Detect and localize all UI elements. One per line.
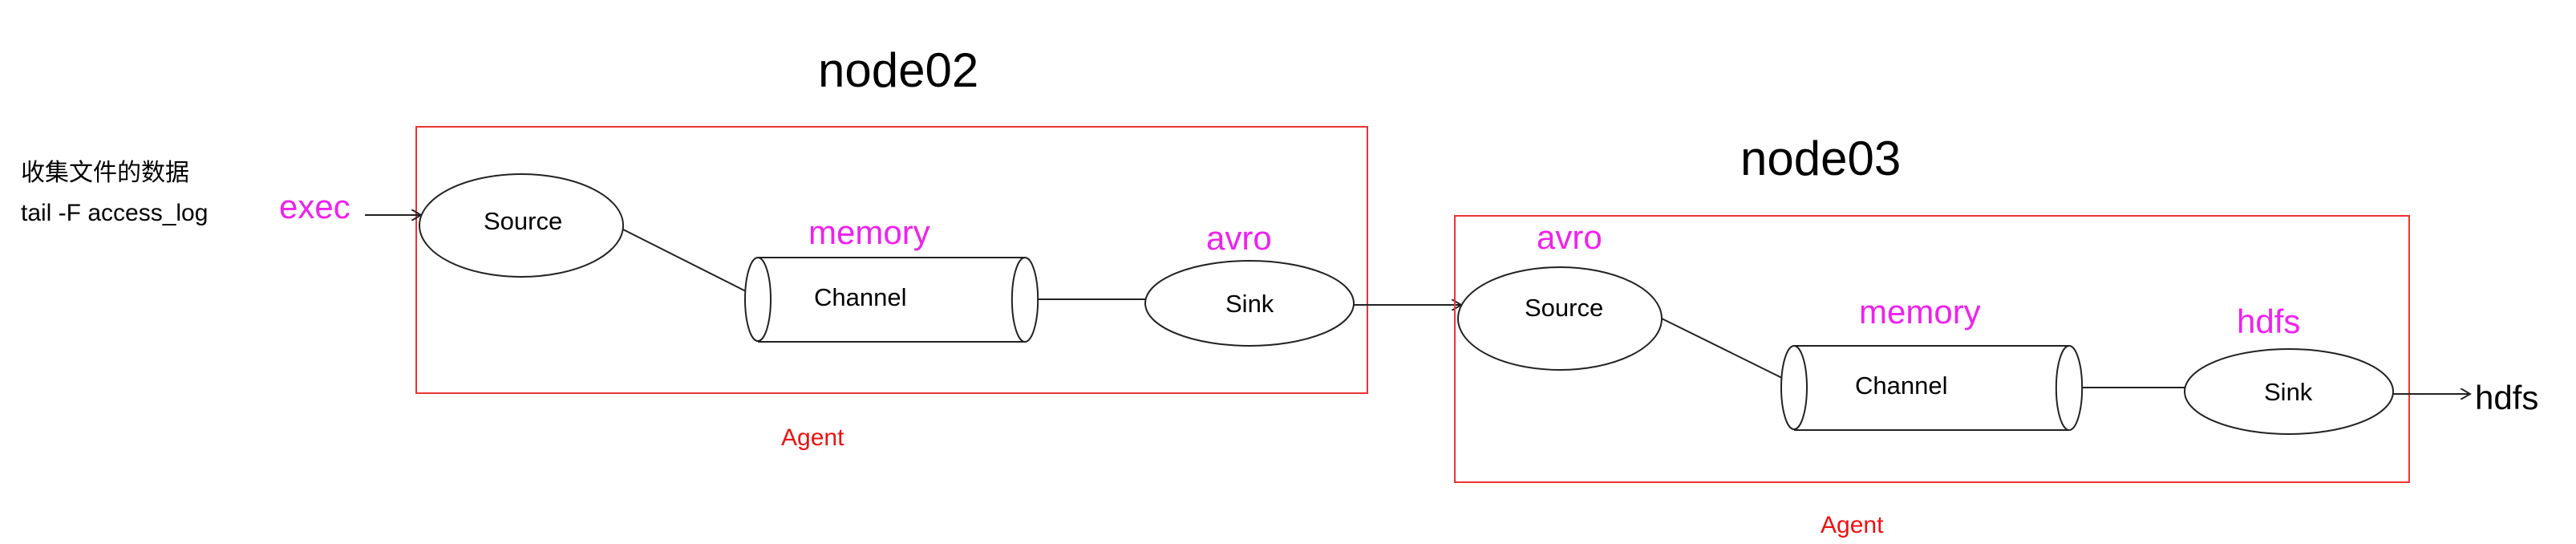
- input-description: 收集文件的数据: [21, 160, 189, 186]
- channel-type-label: memory: [1859, 293, 1981, 331]
- sink-node: [1144, 260, 1355, 347]
- sink-type-label: avro: [1206, 219, 1272, 257]
- sink-label: Sink: [2264, 378, 2313, 406]
- agent-label: Agent: [781, 424, 844, 451]
- node02-title: node02: [818, 43, 978, 97]
- channel-node: [1780, 345, 2084, 431]
- sink-label: Sink: [1225, 290, 1274, 318]
- source-channel-edge: [622, 229, 748, 293]
- source-type-label: avro: [1537, 218, 1602, 256]
- channel-label: Channel: [814, 283, 906, 311]
- source-node: [419, 173, 624, 278]
- node03-title: node03: [1740, 132, 1901, 185]
- input-command: tail -F access_log: [21, 200, 208, 226]
- source-label: Source: [484, 207, 562, 235]
- source-label: Source: [1525, 294, 1603, 322]
- sink-type-label: hdfs: [2237, 302, 2300, 340]
- source-channel-edge: [1661, 318, 1784, 380]
- agent-box: [1454, 215, 2410, 483]
- agent-box: [415, 126, 1368, 394]
- output-label: hdfs: [2475, 379, 2538, 416]
- agent-node03: node03 Agent Source avro Channel memory …: [1454, 132, 2410, 538]
- channel-type-label: memory: [808, 213, 930, 251]
- agent-node02: node02 Agent exec Source Channel memory …: [279, 43, 1368, 451]
- source-type-label: exec: [279, 188, 350, 225]
- channel-label: Channel: [1855, 371, 1947, 400]
- sink-node: [2184, 348, 2394, 435]
- agent-label: Agent: [1821, 512, 1884, 538]
